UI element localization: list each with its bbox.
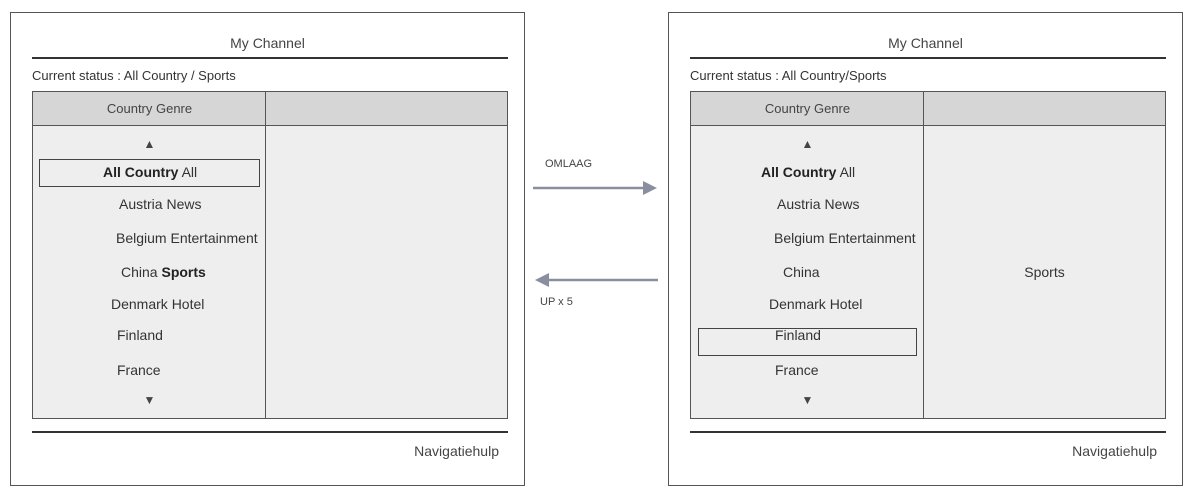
screen-title: My Channel bbox=[888, 35, 963, 51]
navigation-help: Navigatiehulp bbox=[414, 443, 499, 459]
country-label: Austria bbox=[777, 196, 821, 212]
title-rule bbox=[32, 57, 508, 59]
back-label: UP x 5 bbox=[540, 296, 573, 308]
country-label: All Country bbox=[103, 164, 179, 180]
list-item[interactable]: France bbox=[775, 362, 819, 378]
list-item[interactable]: Finland bbox=[775, 327, 821, 343]
country-label: Denmark bbox=[111, 296, 168, 312]
country-label: All Country bbox=[761, 164, 837, 180]
list-item[interactable]: Denmark Hotel bbox=[111, 296, 204, 312]
footer-rule bbox=[690, 431, 1166, 433]
footer-rule bbox=[32, 431, 508, 433]
list-item[interactable]: All Country All bbox=[761, 164, 855, 180]
genre-label: Sports bbox=[161, 264, 206, 280]
list-item[interactable]: Denmark Hotel bbox=[769, 296, 862, 312]
country-label: Finland bbox=[117, 327, 163, 343]
forward-label: OMLAAG bbox=[545, 158, 593, 170]
header-label: Country Genre bbox=[106, 101, 193, 116]
genre-label: Hotel bbox=[829, 296, 863, 312]
genre-label: News bbox=[824, 196, 860, 212]
column-divider bbox=[923, 92, 924, 418]
back-arrow-icon bbox=[535, 273, 658, 287]
scroll-up-icon[interactable]: ▲ bbox=[801, 137, 814, 151]
list-item[interactable]: Belgium Entertainment bbox=[116, 230, 258, 246]
title-rule bbox=[690, 57, 1166, 59]
screen-right: My Channel Current status : All Country/… bbox=[668, 12, 1183, 486]
genre-column-value: Sports bbox=[1024, 264, 1065, 280]
list-item[interactable]: China bbox=[783, 264, 820, 280]
list-item[interactable]: Belgium Entertainment bbox=[774, 230, 916, 246]
forward-arrow-icon bbox=[533, 181, 657, 195]
country-label: China bbox=[121, 264, 158, 280]
current-status: Current status : All Country / Sports bbox=[32, 68, 236, 83]
genre-label: Hotel bbox=[171, 296, 205, 312]
country-label: Denmark bbox=[769, 296, 826, 312]
list-item[interactable]: China Sports bbox=[121, 264, 206, 280]
list-panel: Country Genre ▲ All Country All Austria … bbox=[690, 91, 1166, 419]
header-label: Country Genre bbox=[764, 101, 851, 116]
connector-arrows bbox=[533, 181, 658, 287]
list-item[interactable]: All Country All bbox=[103, 164, 197, 180]
country-label: Belgium bbox=[774, 230, 825, 246]
navigation-help: Navigatiehulp bbox=[1072, 443, 1157, 459]
scroll-down-icon[interactable]: ▼ bbox=[143, 393, 156, 407]
country-label: France bbox=[117, 362, 161, 378]
country-label: Finland bbox=[775, 327, 821, 343]
screen-left: My Channel Current status : All Country … bbox=[10, 12, 525, 486]
genre-label: News bbox=[166, 196, 202, 212]
current-status: Current status : All Country/Sports bbox=[690, 68, 887, 83]
list-item[interactable]: Austria News bbox=[777, 196, 859, 212]
selection-highlight bbox=[698, 328, 917, 356]
list-item[interactable]: Finland bbox=[117, 327, 163, 343]
genre-label: Entertainment bbox=[828, 230, 916, 246]
genre-label: All bbox=[181, 164, 198, 180]
country-label: Austria bbox=[119, 196, 163, 212]
list-panel: Country Genre ▲ All Country All Austria … bbox=[32, 91, 508, 419]
genre-label: Entertainment bbox=[170, 230, 258, 246]
country-label: Belgium bbox=[116, 230, 167, 246]
panel-header: Country Genre bbox=[691, 92, 1165, 126]
list-item[interactable]: Austria News bbox=[119, 196, 201, 212]
list-item[interactable]: France bbox=[117, 362, 161, 378]
genre-label: All bbox=[839, 164, 856, 180]
country-label: France bbox=[775, 362, 819, 378]
country-label: China bbox=[783, 264, 820, 280]
selection-highlight bbox=[39, 159, 260, 187]
panel-header: Country Genre bbox=[33, 92, 507, 126]
column-divider bbox=[265, 92, 266, 418]
screen-title: My Channel bbox=[230, 35, 305, 51]
scroll-up-icon[interactable]: ▲ bbox=[143, 137, 156, 151]
scroll-down-icon[interactable]: ▼ bbox=[801, 393, 814, 407]
